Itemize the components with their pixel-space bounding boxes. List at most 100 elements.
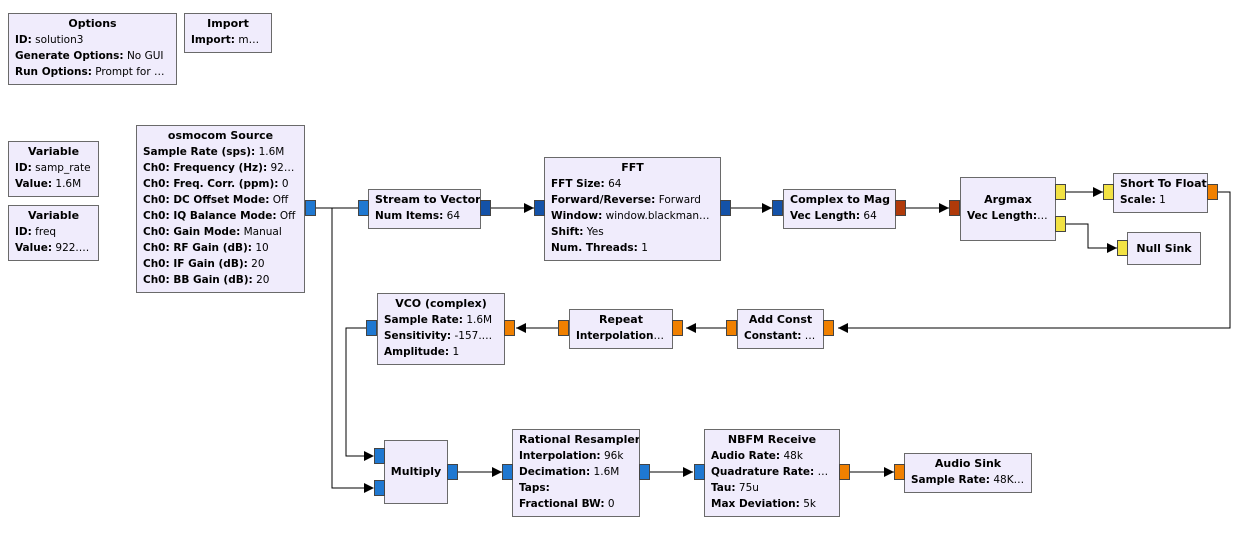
param-key: Max Deviation: [711,498,800,510]
param-row: ID: solution3 [15,32,170,48]
block-title: Add Const [748,313,813,326]
port-nbfm-out[interactable] [839,464,850,480]
port-s2v-in[interactable] [358,200,369,216]
port-argmax-in[interactable] [949,200,960,216]
port-s2f-out[interactable] [1207,184,1218,200]
param-value: Prompt for Exit [95,66,170,78]
port-resampler-in[interactable] [502,464,513,480]
param-value: 20 [256,274,270,286]
block-stream-to-vector[interactable]: Stream to Vector Num Items: 64 [368,189,481,229]
param-key: Run Options: [15,66,92,78]
port-vco-in[interactable] [504,320,515,336]
block-title: Options [68,17,117,30]
param-row: Run Options: Prompt for Exit [15,64,170,80]
param-key: Ch0: Gain Mode: [143,226,241,238]
param-value: Yes [586,226,604,238]
block-vco-complex[interactable]: VCO (complex) Sample Rate: 1.6M Sensitiv… [377,293,505,365]
block-nbfm-receive[interactable]: NBFM Receive Audio Rate: 48k Quadrature … [704,429,840,517]
param-key: Window: [551,210,603,222]
param-key: Value: [15,178,53,190]
param-row: Vec Length: 64 [790,208,889,224]
param-key: Ch0: BB Gain (dB): [143,274,253,286]
param-value: 0 [607,498,615,510]
param-row: Num Items: 64 [375,208,474,224]
port-osmocom-out[interactable] [305,200,316,216]
param-key: Import: [191,34,235,46]
block-import[interactable]: Import Import: math [184,13,272,53]
connection-s2f-to-addconst [838,191,1231,329]
port-vco-out[interactable] [366,320,377,336]
port-repeat-in[interactable] [672,320,683,336]
block-title: Variable [27,209,80,222]
block-short-to-float[interactable]: Short To Float Scale: 1 [1113,173,1208,213]
param-key: ID: [15,162,32,174]
block-options[interactable]: Options ID: solution3 Generate Options: … [8,13,177,85]
param-key: Ch0: Frequency (Hz): [143,162,268,174]
port-addconst-out[interactable] [726,320,737,336]
block-add-const[interactable]: Add Const Constant: -32 [737,309,824,349]
block-fft[interactable]: FFT FFT Size: 64 Forward/Reverse: Forwar… [544,157,721,261]
param-row: ID: samp_rate [15,160,92,176]
port-fft-in[interactable] [534,200,545,216]
port-argmax-out-1[interactable] [1055,216,1066,232]
param-value: 1.6M [55,178,82,190]
param-key: Value: [15,242,53,254]
param-row: Sample Rate: 1.6M [384,312,498,328]
param-key: Ch0: IQ Balance Mode: [143,210,277,222]
param-value: 64 [608,178,622,190]
port-multiply-in-1[interactable] [374,480,385,496]
param-value: 1 [641,242,648,254]
port-s2f-in[interactable] [1103,184,1114,200]
param-value: Off [272,194,289,206]
block-title: Complex to Mag [790,193,891,206]
param-row: Max Deviation: 5k [711,496,833,512]
param-key: Scale: [1120,194,1156,206]
param-value: samp_rate [35,162,91,174]
param-value: -157.08k [454,330,498,342]
param-row: Interpolation: 64 [576,328,666,344]
param-row: Ch0: Freq. Corr. (ppm): 0 [143,176,298,192]
block-title: Variable [27,145,80,158]
port-fft-out[interactable] [720,200,731,216]
param-row: Value: 1.6M [15,176,92,192]
param-value: 48k [783,450,803,462]
param-row: Decimation: 1.6M [519,464,633,480]
param-value: 10 [255,242,269,254]
param-row: Shift: Yes [551,224,714,240]
port-c2mag-out[interactable] [895,200,906,216]
block-multiply[interactable]: Multiply [384,440,448,504]
param-row: Fractional BW: 0 [519,496,633,512]
port-resampler-out[interactable] [639,464,650,480]
block-audio-sink[interactable]: Audio Sink Sample Rate: 48KHz [904,453,1032,493]
block-complex-to-mag[interactable]: Complex to Mag Vec Length: 64 [783,189,896,229]
param-row: Interpolation: 96k [519,448,633,464]
block-variable-samp-rate[interactable]: Variable ID: samp_rate Value: 1.6M [8,141,99,197]
port-argmax-out-0[interactable] [1055,184,1066,200]
port-repeat-out[interactable] [558,320,569,336]
param-value: 75u [738,482,759,494]
block-repeat[interactable]: Repeat Interpolation: 64 [569,309,673,349]
block-rational-resampler[interactable]: Rational Resampler Interpolation: 96k De… [512,429,640,517]
block-null-sink[interactable]: Null Sink [1127,232,1201,265]
param-row: Ch0: Gain Mode: Manual [143,224,298,240]
block-osmocom-source[interactable]: osmocom Source Sample Rate (sps): 1.6M C… [136,125,305,293]
param-key: Vec Length: [967,210,1038,222]
port-addconst-in[interactable] [823,320,834,336]
param-value: 64 [863,210,877,222]
port-multiply-out[interactable] [447,464,458,480]
param-row: Forward/Reverse: Forward [551,192,714,208]
port-audiosink-in[interactable] [894,464,905,480]
param-value: solution3 [35,34,84,46]
block-variable-freq[interactable]: Variable ID: freq Value: 922.5M [8,205,99,261]
port-nullsink-in[interactable] [1117,240,1128,256]
param-row: Ch0: RF Gain (dB): 10 [143,240,298,256]
block-argmax[interactable]: Argmax Vec Length: 64 [960,177,1056,241]
param-value: 1.6M [258,146,285,158]
port-c2mag-in[interactable] [772,200,783,216]
port-nbfm-in[interactable] [694,464,705,480]
port-s2v-out[interactable] [480,200,491,216]
port-multiply-in-0[interactable] [374,448,385,464]
block-title: Rational Resampler [519,433,640,446]
